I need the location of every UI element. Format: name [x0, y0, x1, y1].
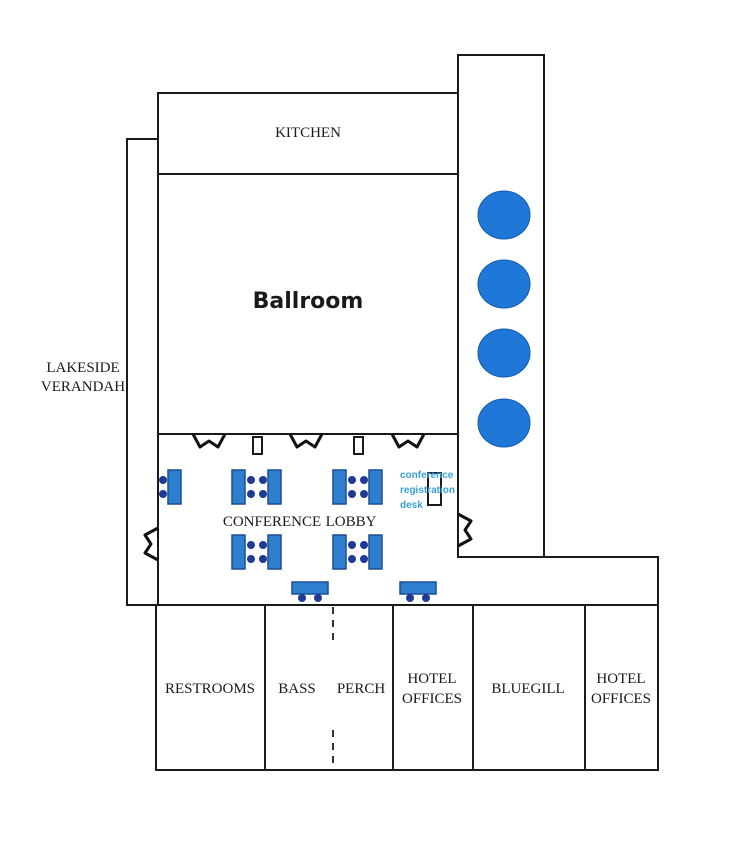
ballroom-label: Ballroom	[253, 289, 364, 314]
bass-label: BASS	[278, 681, 316, 697]
round-table	[477, 190, 531, 240]
hotel-offices-1-line2: OFFICES	[402, 691, 462, 707]
lobby-table	[399, 581, 437, 595]
chair	[422, 594, 430, 602]
chair	[348, 555, 356, 563]
chair	[348, 541, 356, 549]
lakeside-verandah-area	[126, 138, 159, 606]
chair	[360, 555, 368, 563]
conference-table-group	[159, 469, 182, 505]
chair	[247, 476, 255, 484]
ballroom-door	[288, 433, 324, 449]
kitchen-label: KITCHEN	[275, 125, 341, 141]
restrooms-room	[155, 604, 266, 771]
chair	[348, 490, 356, 498]
conference-table-group	[231, 534, 282, 570]
perch-label: PERCH	[337, 681, 386, 697]
round-table	[477, 328, 531, 378]
chair	[360, 476, 368, 484]
lakeside-label-line1: LAKESIDE	[46, 360, 119, 376]
chair	[247, 490, 255, 498]
conference-table-group	[332, 469, 383, 505]
conference-table-group	[231, 469, 282, 505]
lobby-table	[291, 581, 329, 595]
conference-table	[267, 469, 282, 505]
conference-table	[231, 534, 246, 570]
chair	[259, 555, 267, 563]
conference-table	[231, 469, 246, 505]
chair	[259, 490, 267, 498]
registration-desk-label-1: conference	[400, 470, 454, 481]
verandah-door	[143, 526, 159, 562]
hotel-offices-2-line2: OFFICES	[591, 691, 651, 707]
chair	[298, 594, 306, 602]
chair	[314, 594, 322, 602]
ballroom-area	[157, 173, 459, 435]
lobby-table-group	[291, 581, 329, 602]
chair	[348, 476, 356, 484]
chair	[247, 555, 255, 563]
chair	[259, 476, 267, 484]
round-table	[477, 259, 531, 309]
conference-table	[368, 469, 383, 505]
lobby-label: LOBBY	[326, 514, 377, 530]
bluegill-label: BLUEGILL	[491, 681, 564, 697]
restrooms-label: RESTROOMS	[165, 681, 255, 697]
ballroom-door	[191, 433, 227, 449]
registration-desk-label-3: desk	[400, 500, 423, 511]
conference-table	[368, 534, 383, 570]
chair	[259, 541, 267, 549]
registration-desk-label-2: registration	[400, 485, 455, 496]
chair	[159, 476, 167, 484]
ballroom-door	[390, 433, 426, 449]
hotel-offices-1-line1: HOTEL	[407, 671, 456, 687]
lobby-table-group	[399, 581, 437, 602]
chair	[360, 541, 368, 549]
conference-table	[167, 469, 182, 505]
kitchen-area	[157, 92, 459, 175]
conference-table	[267, 534, 282, 570]
pillar	[353, 436, 364, 455]
lakeside-label-line2: VERANDAH	[41, 379, 125, 395]
hotel-offices-room-2	[584, 604, 659, 771]
conference-table	[332, 469, 347, 505]
hotel-offices-2-line1: HOTEL	[596, 671, 645, 687]
conference-table-group	[332, 534, 383, 570]
lobby-east-door	[457, 512, 473, 548]
chair	[247, 541, 255, 549]
round-table	[477, 398, 531, 448]
chair	[360, 490, 368, 498]
conference-label: CONFERENCE	[223, 514, 321, 530]
registration-desk	[427, 472, 442, 506]
pillar	[252, 436, 263, 455]
chair	[406, 594, 414, 602]
chair	[159, 490, 167, 498]
conference-table	[332, 534, 347, 570]
bluegill-room	[472, 604, 586, 771]
hotel-offices-room-1	[392, 604, 474, 771]
